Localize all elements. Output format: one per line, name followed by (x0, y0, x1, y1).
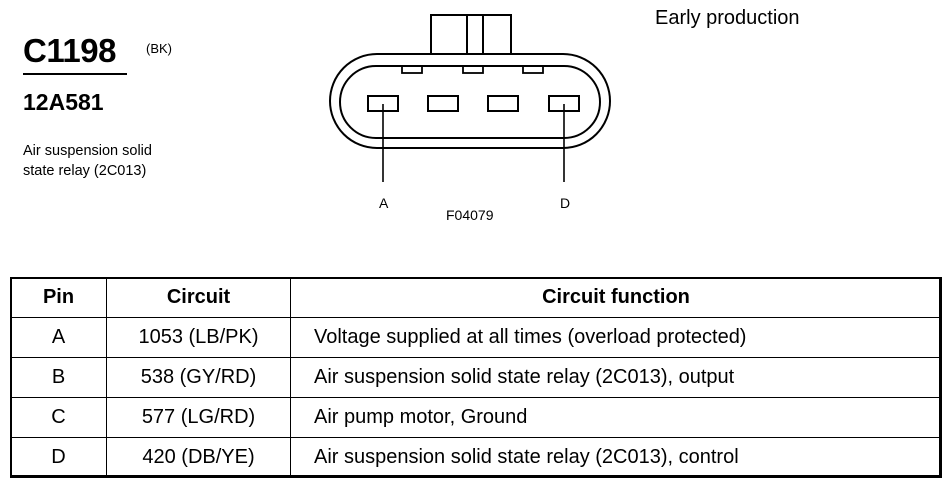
table-header-row: Pin Circuit Circuit function (10, 277, 942, 318)
housing-key-2 (462, 65, 484, 74)
component-description-line1: Air suspension solid (23, 143, 152, 159)
cell-circuit-function: Air suspension solid state relay (2C013)… (290, 437, 942, 478)
pin-label-a: A (379, 195, 389, 211)
cell-circuit-function: Air pump motor, Ground (290, 397, 942, 438)
part-number: 12A581 (23, 89, 104, 115)
connector-housing-outer (329, 53, 611, 149)
component-description: Air suspension solid state relay (2C013) (23, 141, 223, 181)
cell-circuit: 1053 (LB/PK) (106, 317, 291, 358)
connector-id-underline (23, 73, 127, 75)
connector-id: C1198 (23, 32, 116, 69)
cell-circuit-function: Air suspension solid state relay (2C013)… (290, 357, 942, 398)
production-note: Early production (655, 7, 800, 29)
header-circuit-function: Circuit function (290, 277, 942, 318)
table-row: C 577 (LG/RD) Air pump motor, Ground (10, 397, 942, 438)
table-row: A 1053 (LB/PK) Voltage supplied at all t… (10, 317, 942, 358)
header-circuit: Circuit (106, 277, 291, 318)
cell-pin: A (10, 317, 107, 358)
pin-label-d: D (560, 195, 571, 211)
housing-key-3 (522, 65, 544, 74)
figure-id: F04079 (446, 207, 494, 223)
cell-pin: D (10, 437, 107, 478)
cell-pin: C (10, 397, 107, 438)
cell-circuit-function: Voltage supplied at all times (overload … (290, 317, 942, 358)
component-description-line2: state relay (2C013) (23, 163, 147, 179)
header-pin: Pin (10, 277, 107, 318)
cell-circuit: 577 (LG/RD) (106, 397, 291, 438)
cell-pin: B (10, 357, 107, 398)
table-row: B 538 (GY/RD) Air suspension solid state… (10, 357, 942, 398)
connector-face-diagram (329, 14, 611, 182)
pinout-table: Pin Circuit Circuit function A 1053 (LB/… (10, 277, 942, 478)
cell-circuit: 420 (DB/YE) (106, 437, 291, 478)
cell-circuit: 538 (GY/RD) (106, 357, 291, 398)
pin-cavity-c (487, 95, 519, 112)
housing-key-1 (401, 65, 423, 74)
connector-color-code: (BK) (146, 41, 172, 56)
table-row: D 420 (DB/YE) Air suspension solid state… (10, 437, 942, 478)
pin-cavity-b (427, 95, 459, 112)
